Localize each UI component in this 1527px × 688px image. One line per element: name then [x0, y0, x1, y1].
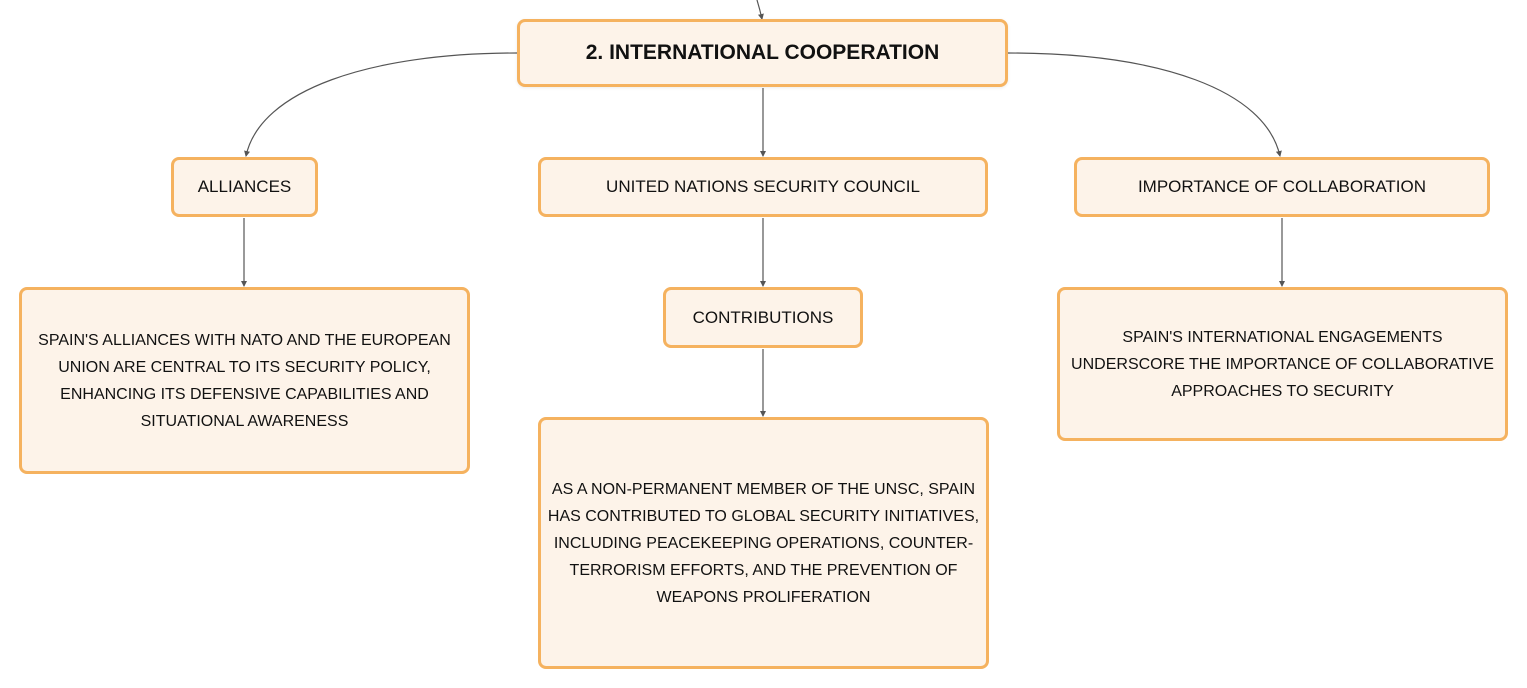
- connector-root-to-alliances: [244, 52, 518, 157]
- node-importance-detail[interactable]: SPAIN'S INTERNATIONAL ENGAGEMENTS UNDERS…: [1057, 287, 1508, 441]
- root-node-label: 2. INTERNATIONAL COOPERATION: [585, 41, 940, 64]
- node-alliances-detail-text: SPAIN'S ALLIANCES WITH NATO AND THE EURO…: [38, 331, 451, 430]
- node-alliances-label: ALLIANCES: [197, 177, 292, 196]
- node-unsc-label: UNITED NATIONS SECURITY COUNCIL: [606, 177, 920, 196]
- node-contributions-detail-text: AS A NON-PERMANENT MEMBER OF THE UNSC, S…: [547, 480, 980, 606]
- node-contributions-detail[interactable]: AS A NON-PERMANENT MEMBER OF THE UNSC, S…: [538, 417, 989, 669]
- node-contributions[interactable]: CONTRIBUTIONS: [663, 287, 863, 348]
- node-united-nations-security-council[interactable]: UNITED NATIONS SECURITY COUNCIL: [538, 157, 988, 217]
- node-alliances-detail[interactable]: SPAIN'S ALLIANCES WITH NATO AND THE EURO…: [19, 287, 470, 474]
- node-importance-detail-text: SPAIN'S INTERNATIONAL ENGAGEMENTS UNDERS…: [1071, 328, 1494, 400]
- node-importance-of-collaboration[interactable]: IMPORTANCE OF COLLABORATION: [1074, 157, 1490, 217]
- root-node-international-cooperation[interactable]: 2. INTERNATIONAL COOPERATION: [517, 19, 1008, 87]
- node-importance-label: IMPORTANCE OF COLLABORATION: [1137, 177, 1427, 196]
- node-alliances[interactable]: ALLIANCES: [171, 157, 318, 217]
- connector-parent-to-root: [756, 0, 764, 20]
- connector-root-to-importance: [1007, 52, 1282, 157]
- node-contributions-label: CONTRIBUTIONS: [692, 307, 834, 327]
